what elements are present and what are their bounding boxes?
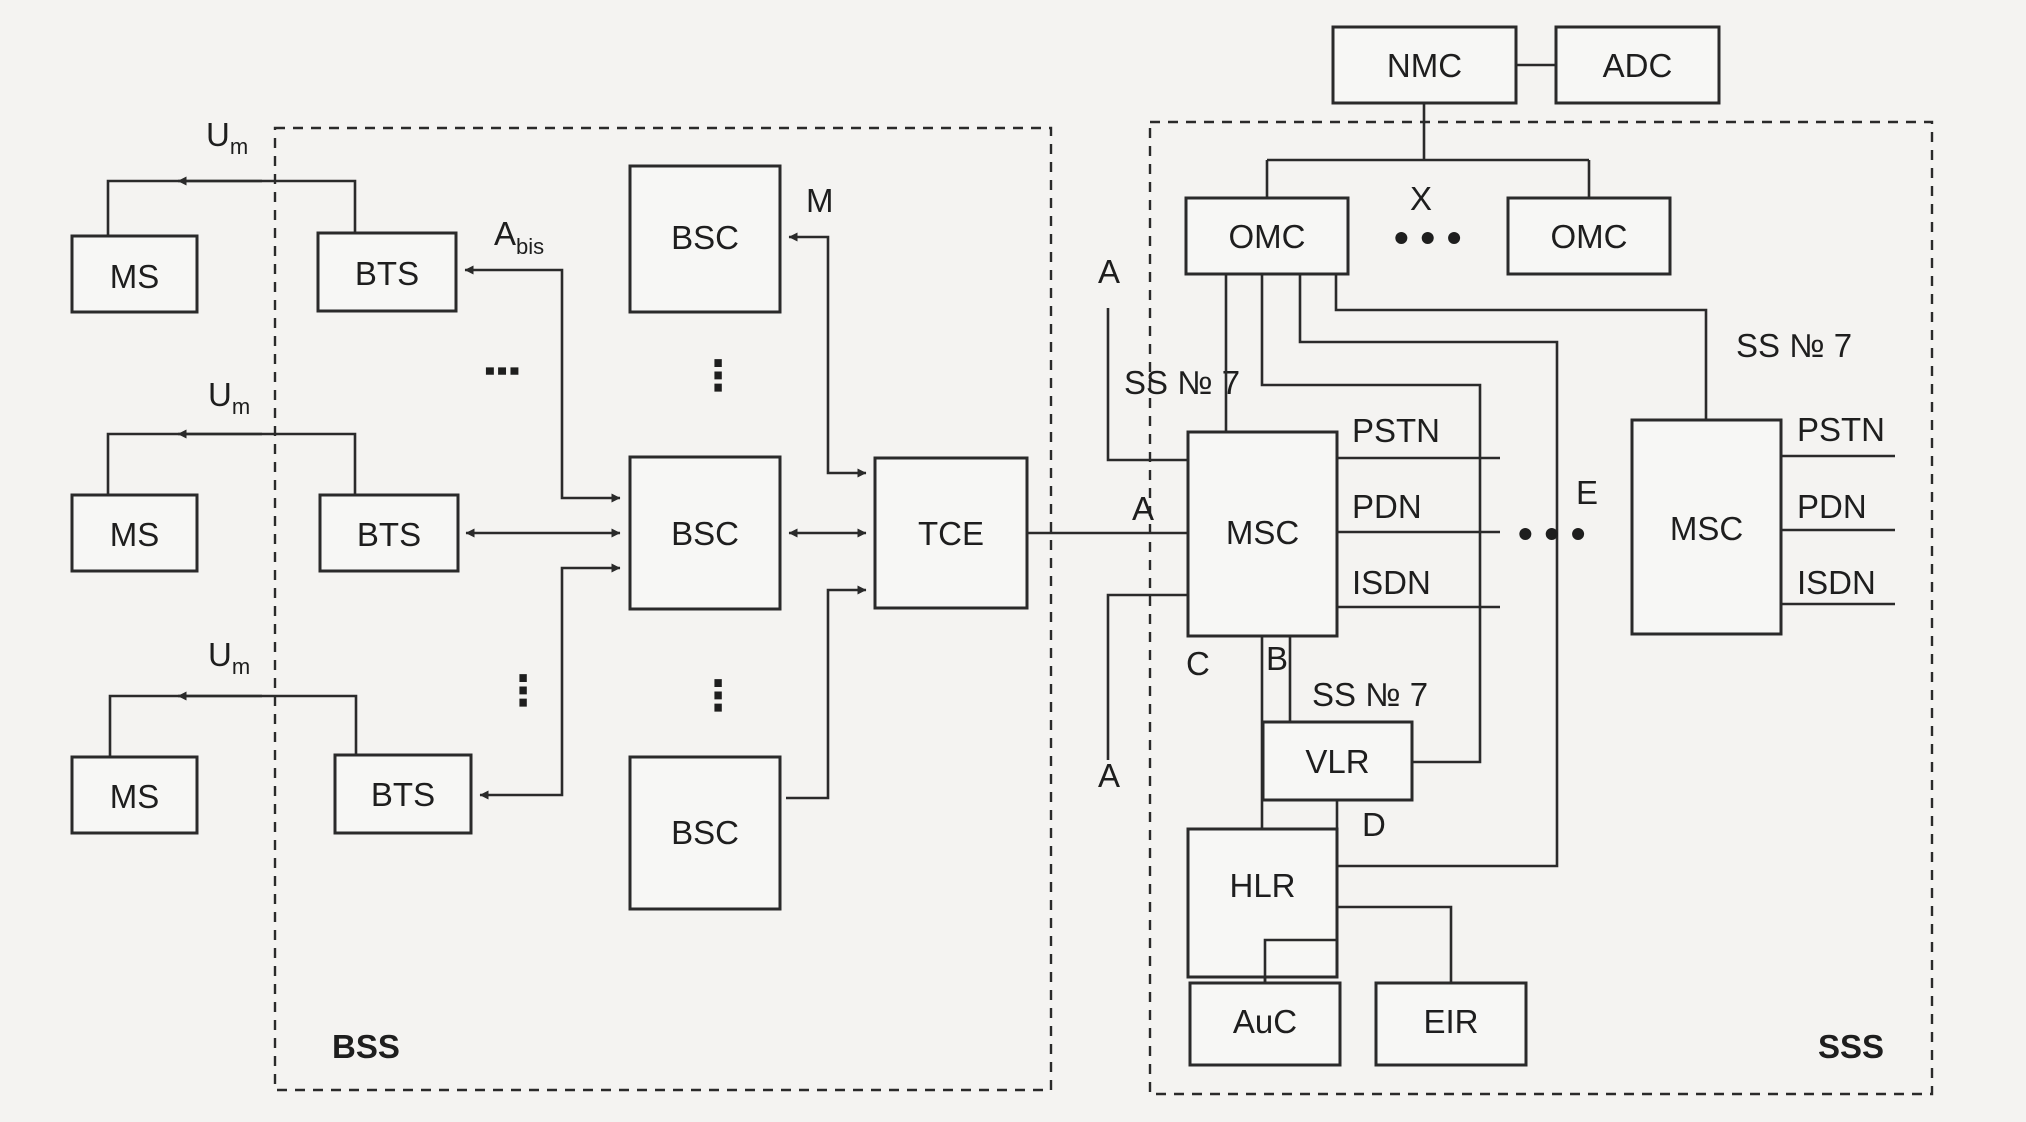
nmc-node: NMC xyxy=(1331,25,1518,105)
svg-text:SS № 7: SS № 7 xyxy=(1124,364,1240,401)
svg-text:B: B xyxy=(1266,640,1288,677)
svg-text:ISDN: ISDN xyxy=(1352,564,1431,601)
bsc-node-2: BSC xyxy=(628,455,782,611)
svg-text:MSC: MSC xyxy=(1226,514,1299,551)
svg-text:X: X xyxy=(1410,180,1432,217)
ellipsis-bts-1: ⋮ xyxy=(479,350,526,392)
svg-text:NMC: NMC xyxy=(1387,47,1462,84)
svg-text:Abis: Abis xyxy=(494,215,544,259)
svg-text:BTS: BTS xyxy=(357,516,421,553)
sss-label: SSS xyxy=(1818,1028,1884,1065)
svg-text:Um: Um xyxy=(208,376,250,419)
tce-node: TCE xyxy=(873,456,1029,610)
abis-interfaces: Abis xyxy=(464,215,621,800)
svg-text:ISDN: ISDN xyxy=(1797,564,1876,601)
svg-text:PDN: PDN xyxy=(1352,488,1422,525)
ellipsis-msc: • • • xyxy=(1518,510,1585,557)
ellipsis-bsc-1: ⋮ xyxy=(697,352,739,399)
svg-text:A: A xyxy=(1132,490,1154,527)
msc-vlr-hlr-links: C B SS № 7 D xyxy=(1186,636,1428,843)
omc-management-links: SS № 7 xyxy=(1224,274,1852,868)
svg-text:OMC: OMC xyxy=(1229,218,1306,255)
vlr-node: VLR xyxy=(1261,720,1414,802)
ellipsis-bts-2: ⋮ xyxy=(502,667,544,714)
svg-text:MS: MS xyxy=(110,258,160,295)
svg-text:Um: Um xyxy=(206,116,248,159)
bsc-tce-links: M xyxy=(786,182,867,800)
svg-text:OMC: OMC xyxy=(1551,218,1628,255)
svg-text:MS: MS xyxy=(110,516,160,553)
svg-text:BTS: BTS xyxy=(355,255,419,292)
bsc-node-1: BSC xyxy=(628,164,782,314)
bss-label: BSS xyxy=(332,1028,400,1065)
svg-text:BSC: BSC xyxy=(671,515,739,552)
svg-text:C: C xyxy=(1186,645,1210,682)
adc-node: ADC xyxy=(1554,25,1721,105)
bss-region xyxy=(273,126,1053,1092)
svg-text:AuC: AuC xyxy=(1233,1003,1297,1040)
svg-text:MS: MS xyxy=(110,778,160,815)
ellipsis-bsc-2: ⋮ xyxy=(697,672,739,719)
hlr-auc-eir-links xyxy=(1263,905,1453,983)
msc-1-networks: PSTN PDN ISDN xyxy=(1337,412,1500,609)
bts-node-2: BTS xyxy=(318,493,460,573)
svg-text:BTS: BTS xyxy=(371,776,435,813)
msc-2-networks: PSTN PDN ISDN xyxy=(1781,411,1895,606)
um-interface-3: Um xyxy=(108,636,358,757)
ss7-label-2: SS № 7 xyxy=(1736,327,1852,364)
bts-node-1: BTS xyxy=(316,231,458,313)
svg-text:PSTN: PSTN xyxy=(1797,411,1885,448)
svg-text:A: A xyxy=(1098,757,1120,794)
msc-node-2: MSC xyxy=(1630,418,1783,636)
omc-node-1: OMC xyxy=(1184,196,1350,276)
svg-text:ADC: ADC xyxy=(1603,47,1673,84)
bts-node-3: BTS xyxy=(333,753,473,835)
svg-text:D: D xyxy=(1362,806,1386,843)
hlr-node: HLR xyxy=(1186,827,1339,979)
x-interface: X • • • xyxy=(1265,103,1591,261)
svg-text:VLR: VLR xyxy=(1305,743,1369,780)
eir-node: EIR xyxy=(1374,981,1528,1067)
ms-node-1: MS xyxy=(70,234,199,314)
auc-node: AuC xyxy=(1188,981,1342,1067)
a-interface: A A A SS № 7 xyxy=(1027,253,1240,794)
ms-node-3: MS xyxy=(70,755,199,835)
svg-text:HLR: HLR xyxy=(1229,867,1295,904)
svg-text:TCE: TCE xyxy=(918,515,984,552)
svg-text:A: A xyxy=(1098,253,1120,290)
svg-text:Um: Um xyxy=(208,636,250,679)
omc-node-2: OMC xyxy=(1506,196,1672,276)
ellipsis-omc: • • • xyxy=(1394,214,1461,261)
svg-text:BSC: BSC xyxy=(671,219,739,256)
m-interface-label: M xyxy=(806,182,834,219)
msc-node-1: MSC xyxy=(1186,430,1339,638)
svg-text:MSC: MSC xyxy=(1670,510,1743,547)
sss-region xyxy=(1148,120,1934,1096)
svg-text:SS № 7: SS № 7 xyxy=(1312,676,1428,713)
bsc-node-3: BSC xyxy=(628,755,782,911)
svg-text:PDN: PDN xyxy=(1797,488,1867,525)
um-interface-1: Um xyxy=(106,116,357,236)
e-interface-label: E xyxy=(1576,474,1598,511)
svg-text:EIR: EIR xyxy=(1423,1003,1478,1040)
ms-node-2: MS xyxy=(70,493,199,573)
svg-text:PSTN: PSTN xyxy=(1352,412,1440,449)
um-interface-2: Um xyxy=(106,376,357,495)
svg-text:BSC: BSC xyxy=(671,814,739,851)
